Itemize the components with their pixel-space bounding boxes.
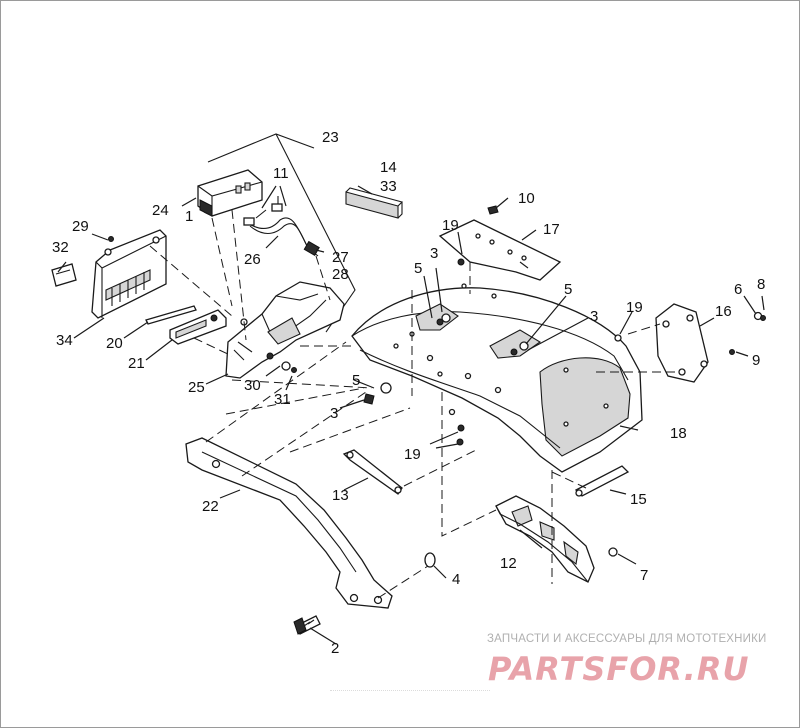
callout-19-top: 19 [442, 217, 459, 234]
callout-34: 34 [56, 332, 73, 349]
wiring-harness [243, 196, 320, 257]
nut-9 [729, 349, 735, 355]
side-mount-plate [655, 303, 709, 383]
callout-12: 12 [500, 555, 517, 572]
leader-lines [57, 185, 765, 645]
callout-15: 15 [630, 491, 647, 508]
callout-16: 16 [715, 303, 732, 320]
washer-30 [281, 361, 291, 371]
washer-4 [424, 552, 436, 568]
screw-31 [291, 367, 297, 373]
callout-11: 11 [273, 165, 289, 182]
screw-3-lower [363, 393, 375, 405]
bolt-2 [293, 615, 321, 635]
nut-19-a [457, 424, 465, 432]
bezel [169, 309, 227, 345]
callout-3-top: 3 [430, 245, 438, 262]
callout-8: 8 [757, 276, 765, 293]
nut-7 [608, 547, 618, 557]
callout-5-right: 5 [564, 281, 572, 298]
screw-3-right [510, 348, 518, 356]
callout-32: 32 [52, 239, 69, 256]
watermark-tagline: ЗАПЧАСТИ И АКСЕССУАРЫ ДЛЯ МОТОТЕХНИКИ [487, 633, 767, 645]
callout-25: 25 [188, 379, 205, 396]
callout-5-top: 5 [414, 260, 422, 277]
rear-fender [351, 283, 643, 473]
callout-13: 13 [332, 487, 349, 504]
callout-26: 26 [244, 251, 261, 268]
callout-4: 4 [452, 571, 460, 588]
nut-19-b [456, 438, 464, 446]
callout-28: 28 [332, 266, 349, 283]
callout-labels: 23 11 14 33 10 24 1 19 17 29 32 26 27 28… [52, 129, 765, 657]
callout-19-right: 19 [626, 299, 643, 316]
callout-24: 24 [152, 202, 169, 219]
faint-footer-line [330, 690, 490, 694]
nut-19-right [614, 334, 622, 342]
screw-3-left [436, 318, 444, 326]
trim-strip [145, 305, 197, 325]
washer-5-lower [380, 382, 392, 394]
fender-support-rail [185, 437, 393, 609]
callout-3-lower: 3 [330, 405, 338, 422]
callout-2: 2 [331, 640, 339, 657]
callout-14: 14 [380, 159, 397, 176]
fender-strut-rod [342, 449, 403, 495]
screw-29 [108, 236, 114, 242]
rear-bracket [495, 495, 595, 583]
callout-33: 33 [380, 178, 397, 195]
callout-29: 29 [72, 218, 89, 235]
reflector-lens [345, 187, 404, 219]
callout-6: 6 [734, 281, 742, 298]
callout-9: 9 [752, 352, 760, 369]
assembly-lines [149, 209, 676, 599]
license-plate-bracket [91, 229, 167, 319]
callout-27: 27 [332, 249, 349, 266]
callout-21: 21 [128, 355, 145, 372]
watermark-logo: PARTSFOR.RU [488, 650, 750, 688]
callout-5-lower: 5 [352, 372, 360, 389]
washer-5-left [441, 313, 451, 323]
plate-light-lens [51, 263, 77, 287]
callout-18: 18 [670, 425, 687, 442]
plug-10 [487, 205, 499, 215]
callout-31: 31 [274, 391, 291, 408]
callout-19-lower: 19 [404, 446, 421, 463]
nut-8 [760, 315, 766, 321]
lamp-mount-bracket [225, 281, 345, 379]
callout-17: 17 [543, 221, 560, 238]
nut-19-top [457, 258, 465, 266]
callout-23: 23 [322, 129, 339, 146]
callout-20: 20 [106, 335, 123, 352]
callout-3-right: 3 [590, 308, 598, 325]
tail-lamp [197, 169, 263, 217]
callout-30: 30 [244, 377, 261, 394]
callout-7: 7 [640, 567, 648, 584]
callout-10: 10 [518, 190, 535, 207]
callout-1: 1 [185, 208, 193, 225]
callout-22: 22 [202, 498, 219, 515]
pin-15 [574, 465, 630, 497]
